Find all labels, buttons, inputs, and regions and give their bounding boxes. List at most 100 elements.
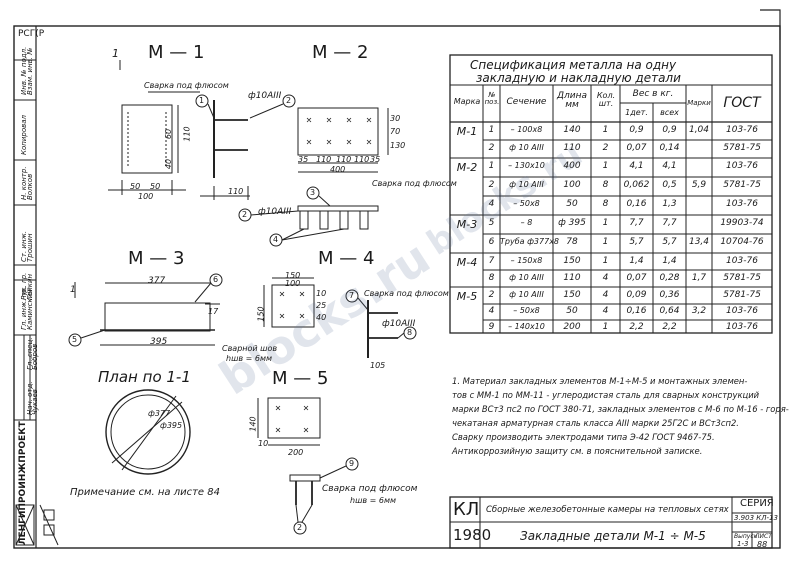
dimension: 110	[354, 155, 370, 164]
table-cell-qty: 1	[602, 161, 609, 171]
sheet-corner-mark: РСГ(Р	[18, 29, 45, 39]
table-cell-w1: 0,062	[623, 180, 650, 190]
table-cell-wall: 0,5	[662, 180, 677, 190]
dimension: 100	[285, 279, 301, 288]
title-name: Закладные детали М-1 ÷ М-5	[520, 529, 706, 543]
sheet-label: ЛИСТ	[755, 533, 772, 540]
table-cell-len: 200	[563, 322, 581, 332]
rod-note: ф10АIII	[258, 207, 292, 217]
table-cell-mark: М-5	[456, 290, 478, 303]
table-cell-mark: М-2	[456, 161, 478, 174]
table-cell-mark: М-1	[456, 125, 478, 138]
note-line: чекатаная арматурная сталь класса АIII м…	[452, 418, 739, 428]
table-cell-gost: 10704-76	[720, 237, 764, 247]
table-title: закладную и накладную детали	[476, 71, 681, 85]
table-cell-w1: 1,4	[629, 256, 644, 266]
table-cell-wmark: 13,4	[688, 237, 710, 247]
table-cell-gost: 103-76	[726, 306, 758, 316]
strip-name: Бобров	[31, 343, 39, 370]
table-cell-pos: 2	[488, 180, 495, 190]
table-cell-section: – 130х10	[508, 161, 545, 170]
table-cell-section: – 8	[520, 218, 533, 227]
table-cell-len: ф 395	[558, 218, 586, 228]
table-cell-gost: 103-76	[726, 161, 758, 171]
dimension: 40	[316, 313, 327, 322]
table-cell-qty: 1	[602, 322, 609, 332]
table-cell-qty: 2	[602, 143, 609, 153]
dimension: 35	[370, 155, 381, 164]
dimension: ф377	[148, 409, 171, 418]
table-cell-qty: 1	[602, 237, 609, 247]
table-cell-section: – 100х8	[510, 125, 543, 134]
note-line: 1. Материал закладных элементов М-1÷М-5 …	[452, 376, 748, 386]
issue-value: 1-3	[737, 540, 749, 548]
table-cell-section: – 140х10	[508, 322, 545, 331]
table-cell-wmark: 1,7	[691, 273, 707, 283]
table-cell-w1: 2,2	[629, 322, 644, 332]
table-cell-qty: 8	[602, 199, 609, 209]
table-cell-gost: 5781-75	[723, 143, 761, 153]
dimension: 110	[182, 126, 192, 142]
table-cell-section: ф 10 АIII	[509, 180, 544, 189]
strip-name: Трошин	[26, 233, 34, 262]
table-cell-len: 400	[563, 161, 581, 171]
dimension: 50	[130, 182, 141, 191]
table-cell-len: 50	[566, 199, 578, 209]
table-cell-wall: 1,4	[662, 256, 677, 266]
note-line: Сварку производить электродами типа Э-42…	[452, 432, 715, 442]
dimension: 110	[316, 155, 332, 164]
table-cell-qty: 4	[602, 290, 609, 300]
dimension: 60	[164, 128, 174, 140]
table-cell-len: 50	[566, 306, 578, 316]
col-header: Кол. шт.	[596, 91, 616, 108]
dimension: 130	[390, 141, 406, 150]
table-cell-qty: 4	[602, 273, 609, 283]
callout: 8	[407, 328, 413, 337]
weld-size: hшв = 6мм	[350, 496, 397, 505]
note-line: марки ВСт3 пс2 по ГОСТ 380-71, закладных…	[452, 404, 789, 414]
table-cell-wall: 4,1	[662, 161, 677, 171]
table-cell-w1: 0,07	[626, 273, 647, 283]
table-cell-wall: 0,64	[659, 306, 680, 316]
dimension: 400	[330, 165, 346, 174]
table-cell-qty: 8	[602, 180, 609, 190]
weld-note: Сварной шов	[222, 344, 278, 353]
table-cell-section: ф 10 АIII	[509, 273, 544, 282]
dimension: 25	[316, 301, 327, 310]
view-title-m1: М — 1	[148, 42, 205, 63]
table-cell-qty: 1	[602, 125, 609, 135]
view-title-m2: М — 2	[312, 42, 369, 63]
table-cell-section: Труба ф377х8	[500, 237, 560, 246]
table-cell-len: 140	[563, 125, 581, 135]
rod-note: ф10АIII	[382, 319, 416, 329]
callout: 6	[213, 275, 219, 284]
table-cell-gost: 5781-75	[723, 180, 761, 190]
table-cell-qty: 1	[602, 256, 609, 266]
rod-note: ф10АIII	[248, 91, 282, 101]
col-header: Марка	[453, 97, 481, 106]
table-cell-wmark: 3,2	[691, 306, 707, 316]
table-cell-wall: 5,7	[662, 237, 677, 247]
dimension: 100	[138, 192, 154, 201]
title-year: 1980	[453, 526, 492, 544]
table-cell-len: 78	[566, 237, 578, 247]
dimension: 35	[298, 155, 309, 164]
table-cell-w1: 0,16	[626, 199, 647, 209]
strip-name: Гейкин	[26, 273, 34, 300]
dimension: 200	[288, 448, 304, 457]
table-cell-w1: 0,09	[626, 290, 647, 300]
col-header: Вес в кг.	[632, 89, 674, 99]
table-cell-w1: 0,9	[629, 125, 644, 135]
table-cell-section: – 50х8	[513, 306, 540, 315]
table-cell-w1: 0,07	[626, 143, 647, 153]
table-cell-w1: 5,7	[629, 237, 644, 247]
table-cell-len: 100	[563, 180, 581, 190]
callout: 7	[349, 291, 355, 300]
table-cell-w1: 7,7	[629, 218, 644, 228]
table-cell-wall: 0,28	[659, 273, 680, 283]
dimension: 70	[390, 127, 401, 136]
table-cell-pos: 8	[488, 273, 495, 283]
weld-note: Сварка под флюсом	[144, 81, 229, 90]
table-cell-gost: 103-76	[726, 125, 758, 135]
table-cell-pos: 7	[488, 256, 495, 266]
